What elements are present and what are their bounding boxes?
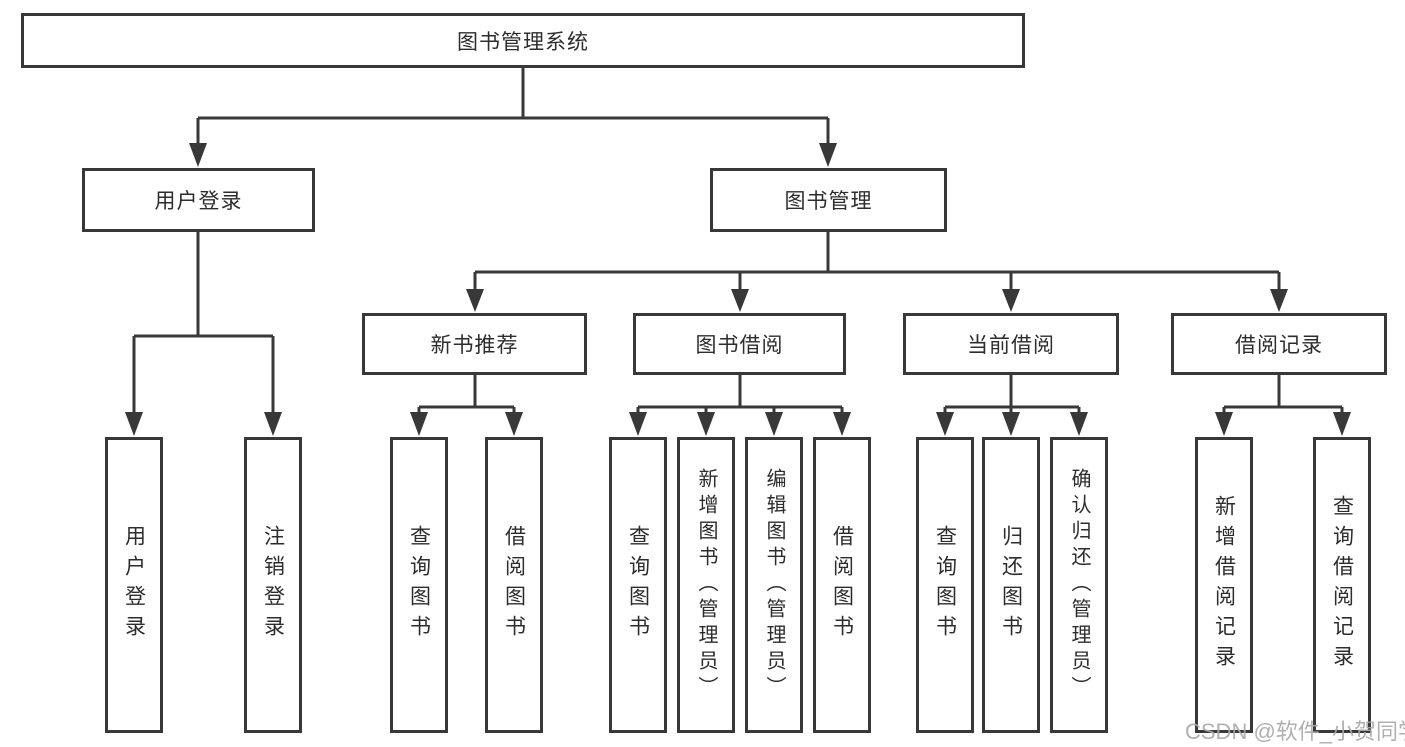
watermark-text: CSDN @软件_小贺同学 (1185, 719, 1405, 744)
leaf-node-label: 查询图书 (626, 525, 650, 645)
module-node-label: 当前借阅 (967, 334, 1055, 357)
leaf-node-label: 用户登录 (122, 525, 146, 645)
leaf-node-label: 确认归还（管理员） (1068, 468, 1090, 702)
leaf-node-query-borrow-record: 查询借阅记录 (1313, 437, 1371, 733)
module-node-label: 新书推荐 (430, 334, 519, 357)
leaf-node-confirm-return-admin: 确认归还（管理员） (1050, 437, 1108, 733)
leaf-node-borrow-books: 借阅图书 (813, 437, 871, 733)
leaf-node-label: 归还图书 (999, 525, 1023, 645)
leaf-node-return-book: 归还图书 (982, 437, 1040, 733)
leaf-node-add-book-admin: 新增图书（管理员） (677, 437, 735, 733)
leaf-node-label: 查询图书 (933, 525, 957, 645)
module-node-label: 图书借阅 (695, 334, 784, 357)
module-node-label: 借阅记录 (1235, 334, 1323, 357)
branch-node-book-management: 图书管理 (710, 168, 947, 232)
module-node-borrow-records: 借阅记录 (1171, 313, 1387, 375)
root-node-label: 图书管理系统 (457, 30, 589, 54)
leaf-node-label: 借阅图书 (830, 525, 854, 645)
root-node-library-system: 图书管理系统 (21, 13, 1025, 68)
leaf-node-label: 借阅图书 (502, 525, 526, 645)
branch-node-label: 用户登录 (154, 190, 243, 213)
leaf-node-label: 查询借阅记录 (1330, 495, 1354, 675)
leaf-node-user-login: 用户登录 (105, 437, 163, 733)
branch-node-label: 图书管理 (784, 190, 873, 213)
leaf-node-label: 查询图书 (407, 525, 431, 645)
leaf-node-edit-book-admin: 编辑图书（管理员） (745, 437, 803, 733)
leaf-node-borrow-books-recommend: 借阅图书 (485, 437, 543, 733)
module-node-current-borrow: 当前借阅 (903, 313, 1119, 375)
leaf-node-query-books-current: 查询图书 (916, 437, 974, 733)
leaf-node-label: 注销登录 (261, 525, 285, 645)
leaf-node-query-books-borrow: 查询图书 (609, 437, 667, 733)
leaf-node-add-borrow-record: 新增借阅记录 (1195, 437, 1253, 733)
module-node-book-borrow: 图书借阅 (633, 313, 846, 375)
leaf-node-logout: 注销登录 (244, 437, 302, 733)
leaf-node-label: 新增图书（管理员） (695, 468, 717, 702)
leaf-node-label: 编辑图书（管理员） (763, 468, 785, 702)
leaf-node-query-books-recommend: 查询图书 (390, 437, 448, 733)
module-node-new-book-recommend: 新书推荐 (362, 313, 587, 375)
branch-node-user-login: 用户登录 (82, 168, 315, 232)
leaf-node-label: 新增借阅记录 (1212, 495, 1236, 675)
